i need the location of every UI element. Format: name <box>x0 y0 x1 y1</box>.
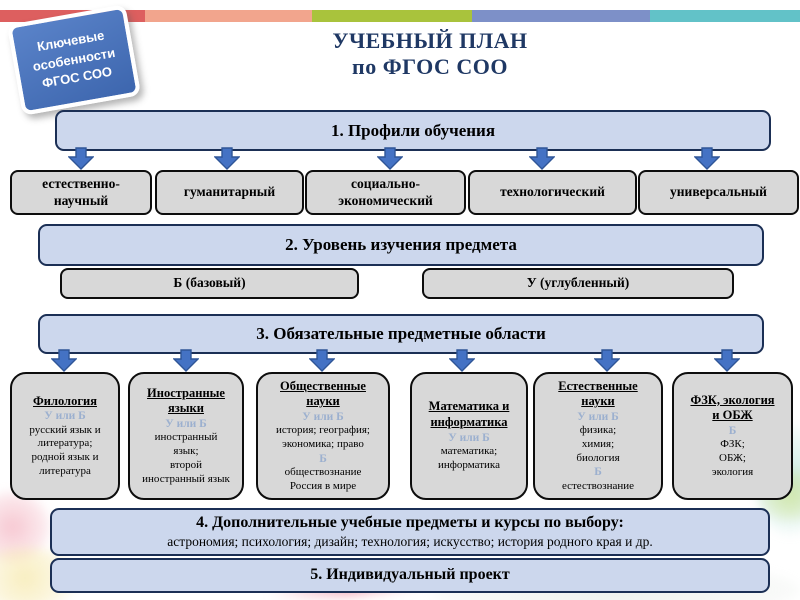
subject-level: У или Б <box>165 417 207 430</box>
subject-level: Б <box>728 424 737 437</box>
section-4-additional-subjects: 4. Дополнительные учебные предметы и кур… <box>50 508 770 556</box>
section-1-profiles-header: 1. Профили обучения <box>55 110 771 151</box>
top-strip-segment-teal <box>650 10 800 22</box>
profile-box-universal: универсальный <box>638 170 799 215</box>
profile-box-socio-economic: социально- экономический <box>305 170 466 215</box>
subject-title: Математика и информатика <box>428 399 510 430</box>
section-4-header-label: 4. Дополнительные учебные предметы и кур… <box>196 514 624 532</box>
subject-level: Б <box>319 452 327 465</box>
down-arrow-icon <box>68 147 94 170</box>
profile-box-humanities: гуманитарный <box>155 170 304 215</box>
down-arrow-icon <box>694 147 720 170</box>
profile-box-natural-science: естественно- научный <box>10 170 152 215</box>
subject-title: ФЗК, экология и ОБЖ <box>690 392 775 423</box>
key-features-badge-label: Ключевые особенности ФГОС СОО <box>31 27 117 92</box>
subject-title: Общественные науки <box>280 378 366 409</box>
section-2-level-header: 2. Уровень изучения предмета <box>38 224 764 266</box>
subject-box-natural-sciences: Естественные науки У или Б физика; химия… <box>533 372 663 500</box>
down-arrow-icon <box>714 349 740 372</box>
level-box-advanced: У (углубленный) <box>422 268 734 299</box>
down-arrow-icon <box>529 147 555 170</box>
subject-level: У или Б <box>44 410 86 423</box>
down-arrow-icon <box>449 349 475 372</box>
down-arrow-icon <box>594 349 620 372</box>
subject-title: Филология <box>33 393 97 408</box>
subject-box-philology: Филология У или Б русский язык и литерат… <box>10 372 120 500</box>
section-3-subject-areas-header: 3. Обязательные предметные области <box>38 314 764 354</box>
subject-items: математика; информатика <box>438 445 500 471</box>
subject-items: ФЗК; ОБЖ; экология <box>711 438 754 478</box>
subject-title: Естественные науки <box>558 378 638 409</box>
subject-box-social-sciences: Общественные науки У или Б история; геог… <box>256 372 390 500</box>
subject-title: Иностранные языки <box>147 385 225 416</box>
down-arrow-icon <box>214 147 240 170</box>
subject-items: иностранный язык; второй иностранный язы… <box>142 431 230 485</box>
down-arrow-icon <box>377 147 403 170</box>
subject-box-math-informatics: Математика и информатика У или Б математ… <box>410 372 528 500</box>
section-1-header-label: 1. Профили обучения <box>330 120 496 140</box>
subject-items: естествознание <box>561 479 635 492</box>
subject-box-foreign-languages: Иностранные языки У или Б иностранный яз… <box>128 372 244 500</box>
subject-level: У или Б <box>577 410 619 423</box>
subject-box-pe-ecology-obzh: ФЗК, экология и ОБЖ Б ФЗК; ОБЖ; экология <box>672 372 793 500</box>
down-arrow-icon <box>51 349 77 372</box>
down-arrow-icon <box>309 349 335 372</box>
top-strip-segment-salmon <box>145 10 312 22</box>
page-title: УЧЕБНЫЙ ПЛАН по ФГОС СОО <box>332 28 528 80</box>
profile-box-technological: технологический <box>468 170 637 215</box>
subject-items: история; география; экономика; право <box>276 424 370 450</box>
section-4-subtext: астрономия; психология; дизайн; технолог… <box>167 533 653 549</box>
level-box-basic: Б (базовый) <box>60 268 359 299</box>
section-2-header-label: 2. Уровень изучения предмета <box>285 235 517 255</box>
section-3-header-label: 3. Обязательные предметные области <box>256 324 546 344</box>
subject-level: У или Б <box>448 431 490 444</box>
top-strip-segment-purple <box>472 10 650 22</box>
top-strip-segment-green <box>312 10 472 22</box>
subject-items: обществознание Россия в мире <box>284 466 362 492</box>
subject-items: русский язык и литература; родной язык и… <box>29 423 101 477</box>
section-5-individual-project: 5. Индивидуальный проект <box>50 558 770 593</box>
down-arrow-icon <box>173 349 199 372</box>
subject-level: Б <box>594 466 602 479</box>
subject-items: физика; химия; биология <box>576 424 620 464</box>
section-5-header-label: 5. Индивидуальный проект <box>310 566 510 584</box>
subject-level: У или Б <box>302 410 344 423</box>
key-features-badge: Ключевые особенности ФГОС СОО <box>6 4 142 116</box>
